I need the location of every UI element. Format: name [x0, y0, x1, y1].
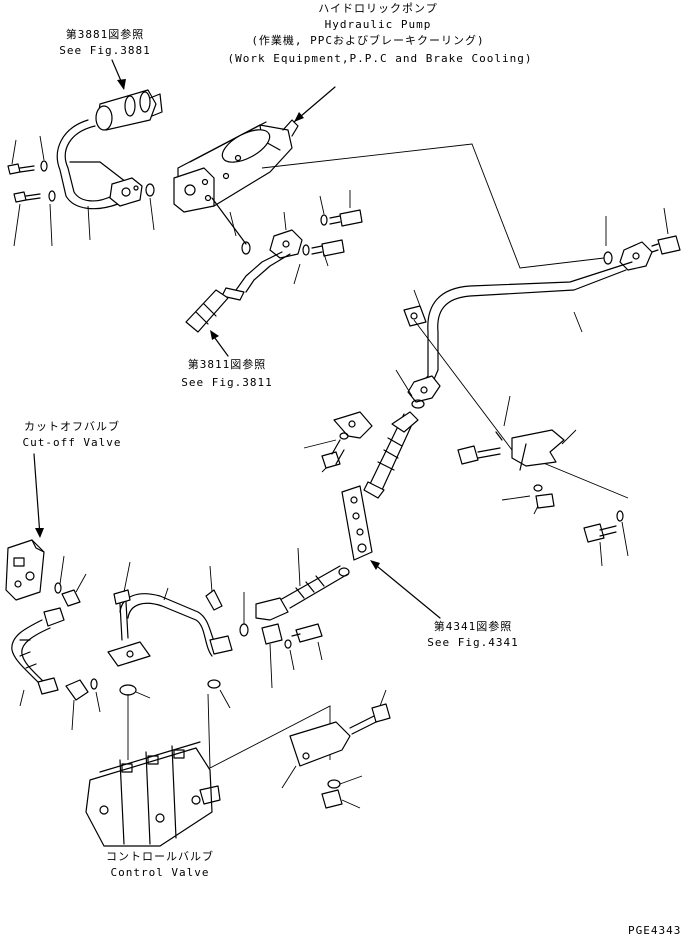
- ref-3811-label-jp: 第3811図参照: [187, 358, 267, 371]
- center-callouts: [304, 440, 336, 472]
- lower-bracket-callouts: [282, 690, 386, 808]
- pump-outlet-callouts: [230, 190, 350, 284]
- tube-callouts: [396, 290, 582, 396]
- left-bolts-icon: [8, 161, 154, 202]
- fig3881-arrowhead: [117, 79, 126, 90]
- cutoff-valve-label-en: Cut-off Valve: [22, 436, 122, 449]
- fig4341-arrowhead: [370, 560, 380, 570]
- right-bracket-bolts-icon: [458, 432, 623, 542]
- ref-4341-label-en: See Fig.4341: [427, 636, 519, 649]
- hydraulic-pump-label-en: Hydraulic Pump: [324, 18, 432, 31]
- fig4341-block-icon: [342, 486, 372, 560]
- control-valve-label-en: Control Valve: [110, 866, 210, 879]
- pump-to-right-line: [262, 144, 604, 268]
- cutoff-valve-label-jp: カットオフバルブ: [24, 420, 120, 433]
- ref-3881-label-en: See Fig.3881: [59, 44, 151, 57]
- fig3881-fitting-icon: [96, 90, 162, 130]
- lower-bracket-icon: [290, 704, 390, 808]
- cutoff-valve-icon: [6, 540, 44, 600]
- pump-purpose-label-jp: (作業機, PPCおよびブレーキクーリング): [251, 34, 485, 47]
- tube-flange-icon: [408, 376, 440, 408]
- fig4341-leader: [372, 562, 440, 618]
- right-bracket-icon: [512, 430, 564, 470]
- lower-hose-icon: [256, 566, 349, 620]
- cutoff-valve-leader: [34, 454, 40, 536]
- fig3811-hose-icon: [186, 290, 228, 332]
- center-clamp-icon: [322, 412, 372, 468]
- control-valve-bolts-icon: [114, 590, 248, 695]
- pressure-tube-icon: [420, 262, 632, 384]
- control-valve-callouts: [124, 562, 244, 708]
- right-bracket-callouts: [502, 396, 628, 566]
- ref-3811-label-en: See Fig.3811: [181, 376, 273, 389]
- left-callout-lines: [12, 136, 154, 246]
- control-valve-icon: [86, 742, 220, 846]
- cutoff-valve-arrowhead: [35, 528, 44, 538]
- ref-3881-label-jp: 第3881図参照: [65, 28, 145, 41]
- pump-arrowhead: [294, 112, 304, 122]
- pump-purpose-label-en: (Work Equipment,P.P.C and Brake Cooling): [227, 52, 533, 65]
- support-line: [414, 320, 628, 498]
- ref-4341-label-jp: 第4341図参照: [433, 620, 513, 633]
- pump-outlet-fitting-icon: [212, 198, 302, 300]
- pump-outlet-bolts-icon: [303, 210, 362, 256]
- page-code: PGE4343: [628, 924, 682, 937]
- fig3811-arrowhead: [210, 330, 219, 340]
- cutoff-elbows-icon: [55, 583, 97, 700]
- lower-hose-clamp-icon: [262, 624, 322, 648]
- right-elbow-callouts: [606, 208, 668, 246]
- hydraulic-pump-label-jp: ハイドロリックポンプ: [318, 2, 438, 15]
- hydraulic-pump-icon: [174, 120, 298, 212]
- center-hose-icon: [364, 412, 418, 498]
- tube-clamp-top-icon: [404, 306, 426, 326]
- control-valve-tube-icon: [108, 590, 232, 666]
- suction-tube-icon: [57, 120, 142, 209]
- control-valve-label-jp: コントロールバルブ: [106, 850, 214, 863]
- cutoff-callouts: [20, 556, 100, 730]
- lower-hose-callouts: [270, 548, 322, 688]
- right-elbow-icon: [604, 236, 680, 270]
- cutoff-hose-icon: [12, 608, 64, 694]
